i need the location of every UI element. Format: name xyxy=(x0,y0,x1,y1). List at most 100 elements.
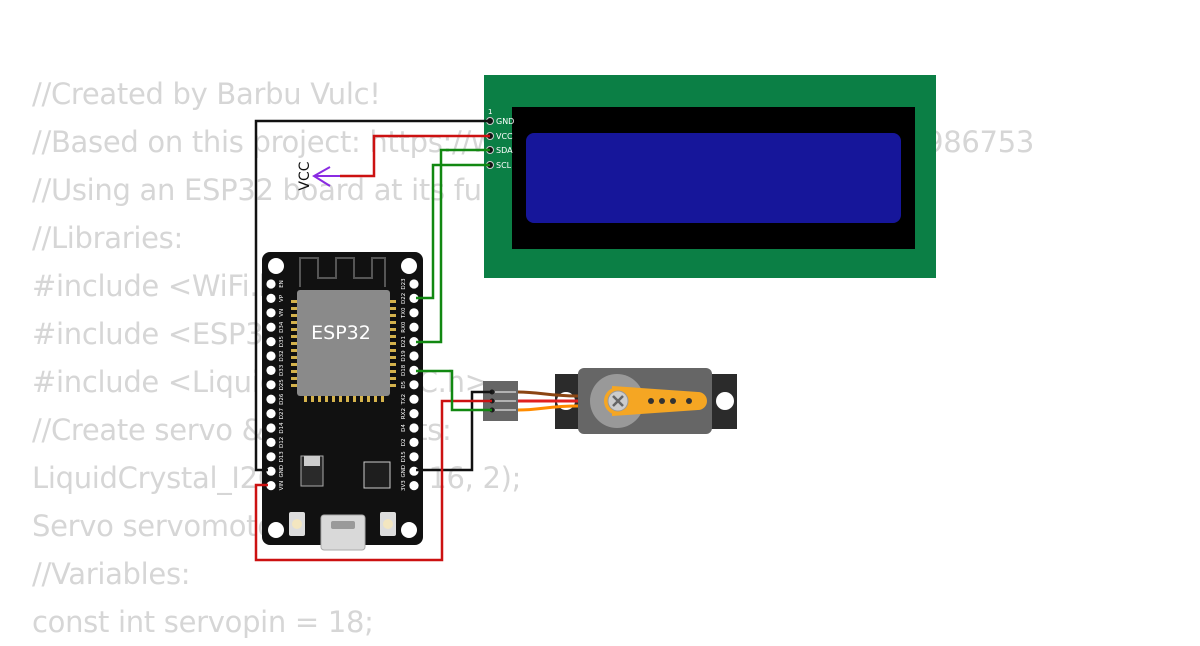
esp32-pin-label: D21 xyxy=(401,336,407,347)
wire-servo-gnd[interactable] xyxy=(416,390,492,472)
wire-lcd-gnd[interactable] xyxy=(254,119,490,472)
module-pad xyxy=(318,396,321,402)
esp32-pin-label: D4 xyxy=(401,424,407,432)
module-pad xyxy=(353,396,356,402)
module-pad xyxy=(381,396,384,402)
lcd-pin-index: 1 xyxy=(488,108,492,116)
esp32-pin-d5[interactable] xyxy=(409,380,419,390)
esp32-pin-label: D27 xyxy=(279,407,285,419)
esp32-pin-d18[interactable] xyxy=(409,365,419,375)
esp32-pin-d15[interactable] xyxy=(409,452,419,462)
esp32-pin-d27[interactable] xyxy=(266,409,276,419)
module-pad xyxy=(291,349,297,352)
vcc-power-symbol: VCC xyxy=(297,161,340,191)
module-pad xyxy=(390,363,396,366)
module-pad xyxy=(346,396,349,402)
esp32-pin-label: D23 xyxy=(401,278,407,290)
module-pad xyxy=(291,342,297,345)
esp32-pin-d35[interactable] xyxy=(266,337,276,347)
module-pad xyxy=(325,396,328,402)
usb-uart-chip xyxy=(363,461,391,489)
esp32-board[interactable]: ESP32 ENVPVND34D35D32D33D25D26D27D14D12D… xyxy=(262,252,423,551)
esp32-pin-d4[interactable] xyxy=(409,423,419,433)
esp32-pin-rx2[interactable] xyxy=(409,409,419,419)
esp32-pin-label: D12 xyxy=(279,437,285,448)
module-pad xyxy=(291,321,297,324)
esp32-pin-label: D2 xyxy=(401,439,407,447)
wire-lcd-sda[interactable] xyxy=(416,148,490,344)
lcd-display[interactable]: 1 GND VCC SDA SCL xyxy=(484,75,936,278)
esp32-pin-label: D34 xyxy=(279,321,285,333)
module-pad xyxy=(390,314,396,317)
esp32-pin-vp[interactable] xyxy=(266,293,276,303)
esp32-pin-label: D32 xyxy=(279,350,285,361)
esp32-pin-d21[interactable] xyxy=(409,337,419,347)
esp32-pin-en[interactable] xyxy=(266,279,276,289)
code-line: //Created by Barbu Vulc! xyxy=(32,77,381,111)
esp32-pin-d26[interactable] xyxy=(266,394,276,404)
module-pad xyxy=(291,328,297,331)
module-pad xyxy=(390,356,396,359)
esp32-pin-d19[interactable] xyxy=(409,351,419,361)
esp32-pin-label: D26 xyxy=(279,393,285,405)
esp32-pin-tx2[interactable] xyxy=(409,394,419,404)
esp32-pin-label: GND xyxy=(401,465,407,478)
module-pad xyxy=(390,384,396,387)
esp32-pin-d34[interactable] xyxy=(266,322,276,332)
mounting-hole xyxy=(401,258,417,274)
module-pad xyxy=(291,335,297,338)
module-pad xyxy=(390,342,396,345)
horn-hole xyxy=(659,398,665,404)
esp32-pin-d32[interactable] xyxy=(266,351,276,361)
boot-button-cap xyxy=(383,519,393,529)
wire-lcd-vcc[interactable] xyxy=(340,134,490,178)
wire-servo-signal[interactable] xyxy=(416,369,492,412)
esp32-pin-label: RX2 xyxy=(401,408,407,419)
esp32-pin-label: VN xyxy=(279,309,285,317)
esp32-pin-d2[interactable] xyxy=(409,437,419,447)
module-pad xyxy=(311,396,314,402)
esp32-pin-gnd[interactable] xyxy=(266,466,276,476)
esp32-pin-label: D25 xyxy=(279,379,285,391)
esp32-pin-label: D18 xyxy=(401,364,407,376)
servo-mount-hole xyxy=(716,392,734,410)
module-pad xyxy=(291,363,297,366)
servo-motor[interactable] xyxy=(483,368,737,434)
esp32-pin-label: D5 xyxy=(401,380,407,388)
esp32-pin-label: TX0 xyxy=(401,307,407,319)
wire-servo-vcc[interactable] xyxy=(254,399,492,562)
lcd-pin-label: SCL xyxy=(496,161,512,170)
esp32-pin-d12[interactable] xyxy=(266,437,276,447)
micro-usb-socket xyxy=(331,521,355,529)
module-pad xyxy=(390,300,396,303)
antenna-trace xyxy=(299,257,386,287)
esp32-pin-d22[interactable] xyxy=(409,293,419,303)
mounting-hole xyxy=(268,258,284,274)
module-pad xyxy=(390,370,396,373)
esp32-pin-label: 3V3 xyxy=(401,480,407,491)
esp32-pin-tx0[interactable] xyxy=(409,308,419,318)
mounting-hole xyxy=(401,522,417,538)
module-pads xyxy=(291,300,396,402)
servo-cable-gnd xyxy=(517,390,579,398)
esp32-pin-vin[interactable] xyxy=(266,481,276,491)
esp32-pin-d23[interactable] xyxy=(409,279,419,289)
esp32-pin-label: D33 xyxy=(279,364,285,376)
module-pad xyxy=(390,377,396,380)
lcd-pin-label: SDA xyxy=(496,146,513,155)
esp32-pin-label: D22 xyxy=(401,293,407,304)
esp32-pin-3v3[interactable] xyxy=(409,481,419,491)
esp32-pin-d33[interactable] xyxy=(266,365,276,375)
esp32-pin-d25[interactable] xyxy=(266,380,276,390)
lcd-screen xyxy=(526,133,901,223)
module-pad xyxy=(332,396,335,402)
module-pad xyxy=(291,370,297,373)
esp32-pin-vn[interactable] xyxy=(266,308,276,318)
esp32-pin-d13[interactable] xyxy=(266,452,276,462)
code-line: //Variables: xyxy=(32,557,191,591)
esp32-pin-d14[interactable] xyxy=(266,423,276,433)
wire-lcd-scl[interactable] xyxy=(416,163,490,300)
micro-usb-port xyxy=(320,514,366,551)
module-pad xyxy=(390,321,396,324)
esp32-pin-rx0[interactable] xyxy=(409,322,419,332)
